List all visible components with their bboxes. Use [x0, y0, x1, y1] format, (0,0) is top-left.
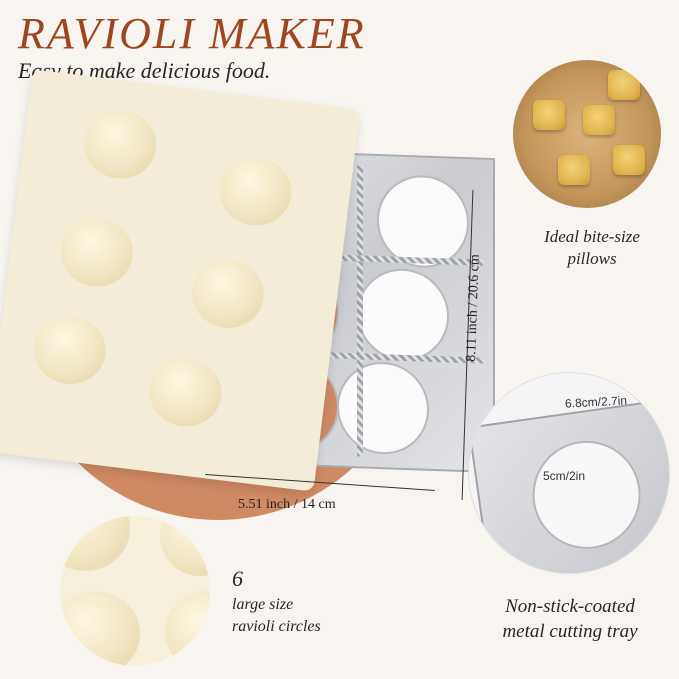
pillows-caption-line1: Ideal bite-size — [544, 227, 640, 246]
mold-dome — [60, 591, 140, 666]
mold-dome — [187, 255, 268, 332]
tray-caption-line2: metal cutting tray — [502, 621, 638, 642]
ravioli-piece — [558, 155, 590, 185]
circle-count: 6 — [232, 566, 243, 591]
tray-cutout — [377, 173, 469, 270]
mold-dome — [56, 214, 137, 291]
width-dimension-label: 5.51 inch / 14 cm — [238, 497, 336, 512]
mold-dome — [60, 516, 130, 571]
tray-cutout — [337, 360, 429, 456]
serrated-divider — [357, 165, 363, 457]
mold-dome — [160, 516, 210, 576]
tray-closeup: 6.8cm/2.7in 5cm/2in — [468, 372, 670, 574]
tray-cutout — [357, 267, 449, 363]
silicone-mold-image — [0, 69, 361, 492]
pillows-caption: Ideal bite-size pillows — [532, 226, 652, 270]
ravioli-piece — [608, 70, 640, 100]
circles-caption: large size ravioli circles — [232, 594, 321, 638]
mold-dome — [215, 153, 296, 230]
page-title: RAVIOLI MAKER — [18, 9, 366, 58]
ravioli-piece — [533, 100, 565, 130]
mold-closeup — [60, 516, 210, 666]
tray-closeup-frame — [469, 396, 669, 573]
ravioli-piece — [613, 145, 645, 175]
mold-dome — [165, 591, 210, 666]
inner-size-label: 5cm/2in — [543, 469, 586, 483]
ravioli-photo — [513, 60, 661, 208]
circles-caption-line2: ravioli circles — [232, 618, 321, 635]
mold-dome — [29, 311, 110, 389]
mold-dome — [145, 354, 226, 431]
tray-caption-line1: Non-stick-coated — [505, 596, 635, 617]
pillows-caption-line2: pillows — [567, 249, 617, 268]
ravioli-piece — [583, 105, 615, 135]
circles-caption-line1: large size — [232, 596, 294, 613]
tray-caption: Non-stick-coated metal cutting tray — [470, 594, 670, 644]
mold-dome — [80, 106, 161, 183]
tray-closeup-hole — [525, 433, 648, 556]
